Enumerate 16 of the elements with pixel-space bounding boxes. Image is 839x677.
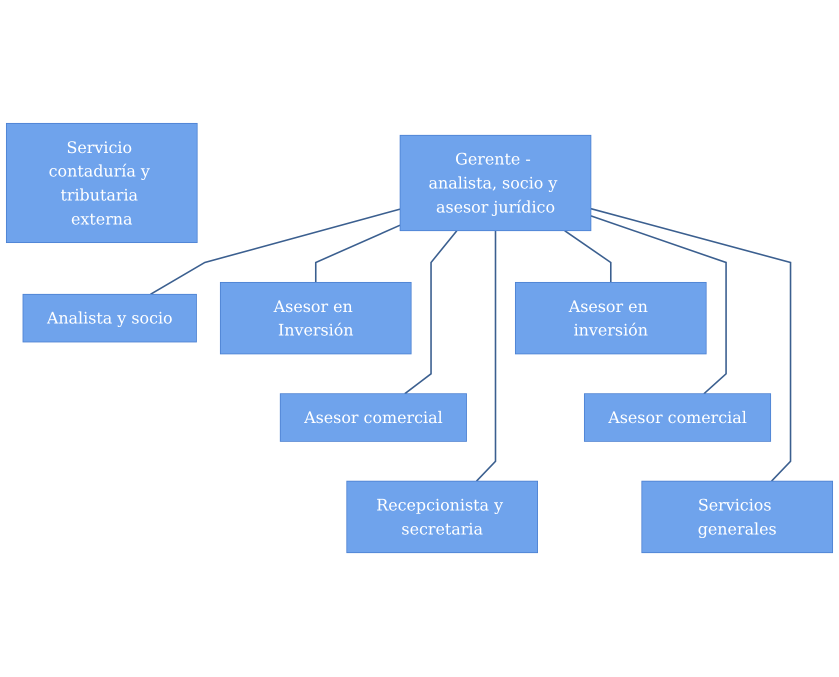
node-box: Asesor comercial (584, 394, 772, 442)
node-box: Recepcionista y secretaria (346, 481, 538, 554)
connector (150, 208, 400, 296)
node-box: Asesor comercial (280, 394, 467, 442)
connector (404, 230, 458, 395)
node-box: Analista y socio (22, 294, 197, 343)
connector (314, 224, 400, 283)
node-box: Servicios generales (641, 481, 834, 554)
node-box: Servicio contaduría y tributaria externa (6, 123, 198, 244)
node-box: Asesor en inversión (514, 282, 707, 355)
node-box: Asesor en Inversión (220, 282, 412, 355)
connector (590, 216, 727, 395)
connector (564, 230, 612, 283)
connector (590, 208, 792, 482)
node-box: Gerente - analista, socio y asesor jurídico (400, 135, 592, 232)
connector (476, 231, 496, 482)
